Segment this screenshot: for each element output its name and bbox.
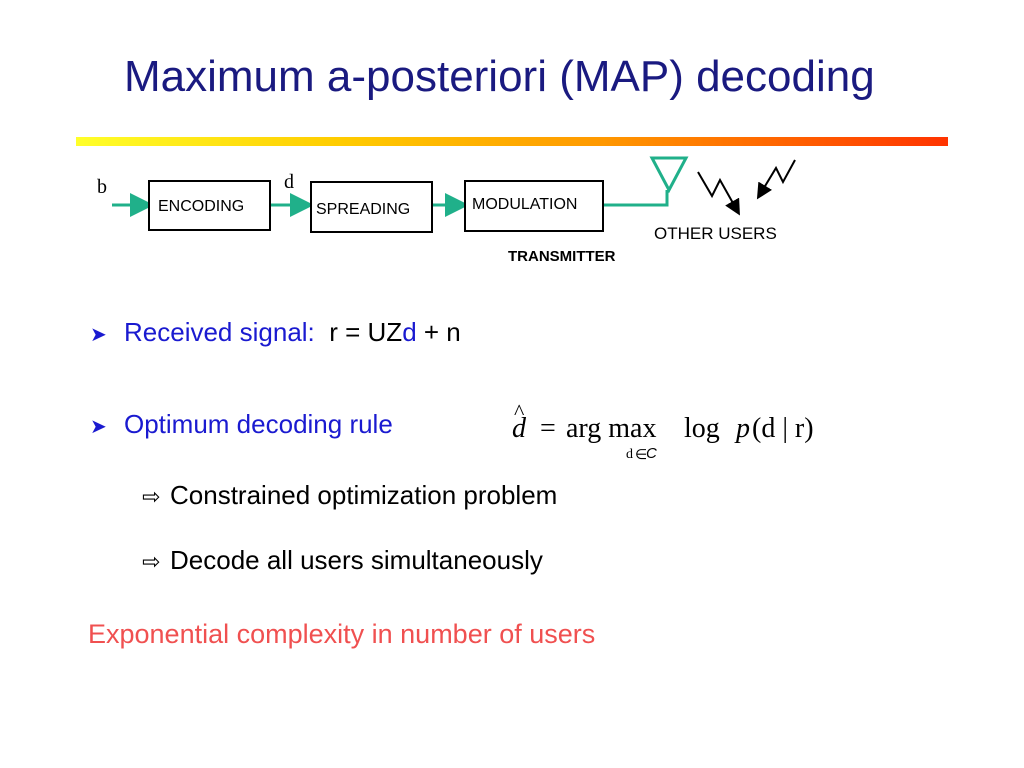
diagram-arrows (112, 156, 796, 217)
complexity-note: Exponential complexity in number of user… (88, 619, 596, 649)
formula-subscript-set: C (646, 445, 657, 462)
input-bit-label: b (97, 176, 107, 198)
spreading-label: SPREADING (316, 201, 411, 218)
sub-bullet-constrained: ⇨ Constrained optimization problem (142, 480, 557, 511)
formula-d-hat: d (512, 413, 526, 444)
sub-bullet-text: Constrained optimization problem (170, 480, 558, 510)
received-signal-label: Received signal: (124, 317, 315, 347)
sub-bullet-decode-all: ⇨ Decode all users simultaneously (142, 545, 543, 576)
coded-bit-label: d (284, 171, 294, 193)
formula-equals: = (540, 413, 556, 444)
spreading-block: SPREADING (310, 181, 433, 233)
formula-log: log (684, 413, 720, 444)
optimum-decoding-label: Optimum decoding rule (124, 409, 393, 439)
formula-argmax: arg max (566, 413, 657, 444)
encoding-label: ENCODING (158, 198, 245, 215)
equation-var: d (402, 317, 417, 347)
equation-lhs: r = UZ (329, 317, 403, 347)
formula-subscript-in: ∈ (635, 448, 648, 463)
formula-condition: (d | r) (752, 413, 814, 444)
received-signal-equation: r = UZd + n (329, 317, 461, 347)
transmitter-label: TRANSMITTER (508, 248, 616, 265)
slide-title: Maximum a-posteriori (MAP) decoding (124, 52, 875, 101)
antenna-icon (649, 156, 689, 194)
encoding-block: ENCODING (148, 180, 271, 231)
equation-rhs: + n (416, 317, 461, 347)
transmitter-diagram: b d ENCODING SPREADING MODULATION OTHER … (0, 0, 1024, 300)
bullet-optimum-decoding: ➤ Optimum decoding rule (90, 409, 393, 440)
modulation-block: MODULATION (464, 180, 604, 232)
hollow-arrow-icon: ⇨ (142, 549, 161, 574)
modulation-to-antenna-line (602, 190, 669, 207)
formula-hat: ^ (514, 399, 525, 424)
hollow-arrow-icon: ⇨ (142, 484, 161, 509)
bullet-arrow-icon: ➤ (90, 416, 107, 438)
signal-bolt-2 (756, 159, 796, 200)
sub-bullet-text: Decode all users simultaneously (170, 545, 543, 575)
signal-bolt-1 (697, 171, 740, 216)
modulation-label: MODULATION (472, 196, 578, 213)
formula-subscript-d: d (626, 447, 633, 462)
other-users-label: OTHER USERS (654, 224, 777, 243)
title-underline-bar (76, 137, 948, 146)
map-formula: ^ d = arg max log p (d | r) d ∈ C (508, 399, 848, 475)
formula-p: p (736, 413, 750, 444)
bullet-received-signal: ➤ Received signal: r = UZd + n (90, 317, 461, 348)
bullet-arrow-icon: ➤ (90, 324, 107, 346)
